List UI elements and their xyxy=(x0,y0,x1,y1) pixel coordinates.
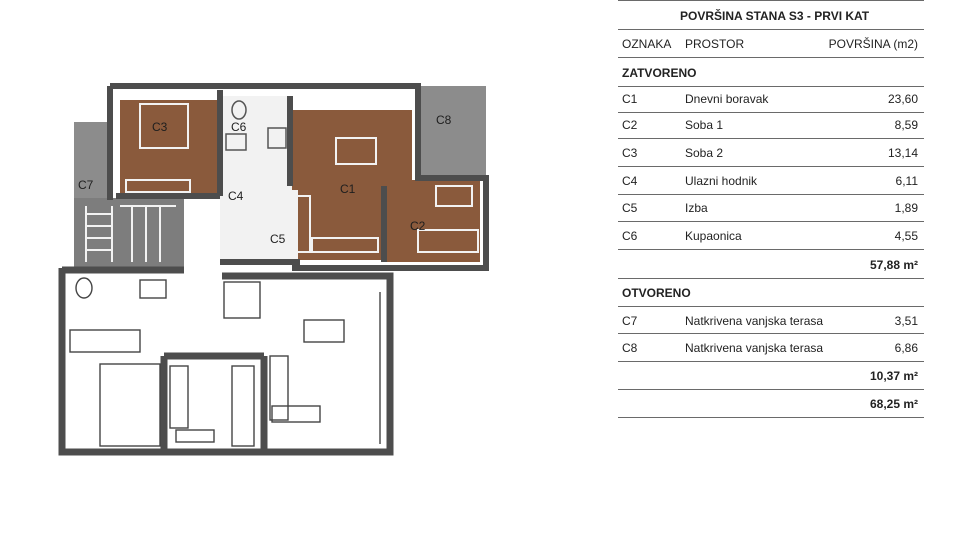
terrace-c7 xyxy=(74,122,110,200)
row-room: Soba 2 xyxy=(685,146,724,160)
bathroom-fixtures-icon xyxy=(225,100,287,151)
row-area: 3,51 xyxy=(894,314,918,328)
header-code: OZNAKA xyxy=(622,37,672,51)
header-room: PROSTOR xyxy=(685,37,745,51)
label-c1: C1 xyxy=(340,182,356,196)
floor-plan: C3 C6 C8 C7 C4 C1 C5 C2 xyxy=(58,83,489,456)
label-c4: C4 xyxy=(228,189,244,203)
closed-heading: ZATVORENO xyxy=(622,66,697,80)
grand-total: 68,25 m² xyxy=(869,397,918,411)
row-code: C2 xyxy=(622,118,638,132)
row-room: Izba xyxy=(685,201,708,215)
row-code: C5 xyxy=(622,201,638,215)
row-room: Ulazni hodnik xyxy=(685,174,758,188)
row-room: Kupaonica xyxy=(685,229,742,243)
row-area: 6,11 xyxy=(895,174,918,188)
upper-walls xyxy=(107,83,489,271)
open-heading: OTVORENO xyxy=(622,286,691,300)
row-area: 8,59 xyxy=(894,118,918,132)
label-c7: C7 xyxy=(78,178,94,192)
row-area: 13,14 xyxy=(887,146,918,160)
label-c8: C8 xyxy=(436,113,452,127)
label-c5: C5 xyxy=(270,232,286,246)
room-c2-floor xyxy=(386,180,480,262)
label-c2: C2 xyxy=(410,219,426,233)
lower-apartment-walls xyxy=(58,266,394,456)
row-code: C3 xyxy=(622,146,638,160)
row-area: 23,60 xyxy=(887,92,918,106)
dining-table-icon xyxy=(295,137,379,253)
header-area: POVRŠINA (m2) xyxy=(828,37,918,51)
row-code: C8 xyxy=(622,341,638,355)
row-code: C6 xyxy=(622,229,638,243)
row-room: Natkrivena vanjska terasa xyxy=(685,314,824,328)
row-area: 4,55 xyxy=(894,229,918,243)
row-area: 6,86 xyxy=(894,341,918,355)
row-code: C4 xyxy=(622,174,638,188)
row-code: C1 xyxy=(622,92,638,106)
table-title: POVRŠINA STANA S3 - PRVI KAT xyxy=(680,9,870,23)
room-c5-floor xyxy=(258,190,298,260)
label-c6: C6 xyxy=(231,120,247,134)
row-code: C7 xyxy=(622,314,638,328)
row-room: Soba 1 xyxy=(685,118,724,132)
open-total: 10,37 m² xyxy=(869,369,918,383)
stairs-icon xyxy=(85,205,176,262)
row-room: Natkrivena vanjska terasa xyxy=(685,341,824,355)
stairwell xyxy=(74,198,184,270)
terrace-c8 xyxy=(418,86,486,178)
closed-total: 57,88 m² xyxy=(869,258,918,272)
desk-icon xyxy=(417,185,479,253)
label-c3: C3 xyxy=(152,120,168,134)
bed-icon xyxy=(125,103,191,193)
row-area: 1,89 xyxy=(894,201,918,215)
row-room: Dnevni boravak xyxy=(685,92,769,106)
lower-apartment-fixtures xyxy=(69,277,381,447)
